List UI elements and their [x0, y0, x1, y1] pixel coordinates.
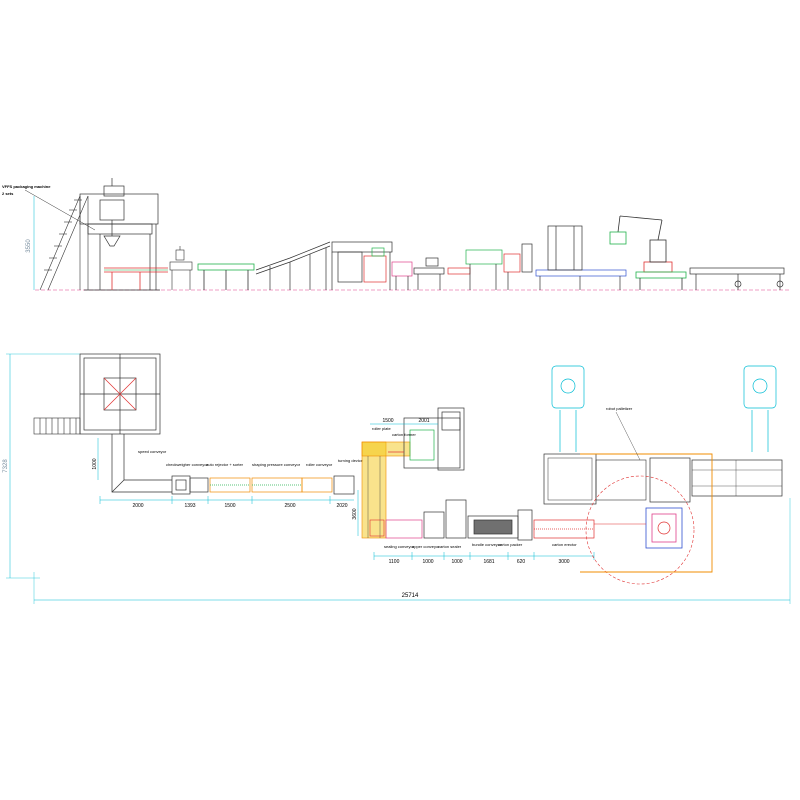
lift-conveyor-plan [111, 434, 172, 493]
side-carton-erector [447, 243, 533, 290]
access-staircase [39, 195, 89, 291]
roller-conveyor-plan [301, 475, 355, 495]
side-incline-conveyor [255, 241, 331, 290]
palletizing-area [543, 453, 783, 585]
dim-1500a: 1500 [224, 503, 235, 509]
label-auto-rejector: auto rejector + sorter [206, 462, 244, 467]
dim-2020: 2020 [336, 503, 347, 509]
label-checkweigher: checkweigher conveyor [166, 462, 208, 467]
side-case-handling [331, 241, 393, 290]
label-carton-sealer: carton sealer [438, 544, 462, 549]
dim-1000-vertical: 1000 [92, 458, 98, 469]
vffs-callout-line1: VFFS packaging machine [2, 184, 51, 189]
dim-1100: 1100 [389, 559, 400, 565]
dim-row-lower [373, 552, 595, 560]
height-dimension-text: 3550 [26, 239, 32, 253]
dim-1000c: 1000 [451, 559, 462, 565]
side-robot-arm [609, 215, 687, 290]
label-robot-palletizer: robot palletizer [606, 406, 633, 411]
dim-1000b: 1000 [422, 559, 433, 565]
yellow-transfer-zone [361, 441, 411, 539]
overall-height-dimension-text: 7328 [3, 459, 9, 473]
dim-620: 620 [517, 559, 526, 565]
dim-2500: 2500 [284, 503, 295, 509]
vffs-platform-plan [79, 353, 161, 435]
case-erector-plan [388, 407, 465, 471]
overall-width-dimension-text: 25714 [402, 593, 419, 599]
label-shaping-conveyor: shaping pressure conveyor [252, 462, 301, 467]
dim-3600: 3600 [352, 508, 358, 519]
side-checkweigher [169, 246, 193, 290]
plan-view: 7328 1000 spee [3, 353, 791, 604]
label-roller-conveyor: roller conveyor [306, 462, 333, 467]
auto-rejector-plan [209, 477, 251, 493]
label-carton-erector: carton erector [552, 542, 577, 547]
label-carton-packer: carton packer [498, 542, 523, 547]
dim-2001: 2001 [418, 418, 429, 424]
checkweigher-plan [171, 475, 209, 495]
dim-1681: 1681 [483, 559, 494, 565]
label-speed-conveyor: speed conveyor [138, 449, 167, 454]
label-sealing-conveyor: sealing conveyor [384, 544, 415, 549]
vffs-packaging-tower [79, 178, 160, 291]
side-out-conveyor [689, 267, 785, 290]
label-upper-conveyor: upper conveyor [412, 544, 440, 549]
label-roller-plate: roller plate [372, 426, 391, 431]
side-flat-conveyor [197, 263, 255, 290]
side-view: 3550 VFFS packaging machine 2 sets [2, 178, 790, 291]
vffs-callout-line2: 2 sets [2, 191, 14, 196]
pallet-station-right [743, 365, 777, 452]
dim-1393: 1393 [184, 503, 195, 509]
label-turning-device: turning device [338, 458, 364, 463]
dim-3000: 3000 [558, 559, 569, 565]
label-bundle-conveyor: bundle conveyor [472, 542, 502, 547]
side-bucket-conveyor [104, 267, 168, 290]
shaping-conveyor-plan [251, 477, 303, 493]
label-carton-former: carton former [392, 432, 416, 437]
lower-sealing-line [385, 499, 595, 541]
dim-1500b: 1500 [382, 418, 393, 424]
side-palletizer-frame [535, 225, 627, 290]
side-sealer [391, 257, 445, 290]
dim-row-upper [99, 496, 354, 504]
vffs-callout-leader [24, 189, 96, 231]
dim-2000: 2000 [132, 503, 143, 509]
stair-plan [33, 417, 81, 435]
pallet-station-left [551, 365, 585, 452]
